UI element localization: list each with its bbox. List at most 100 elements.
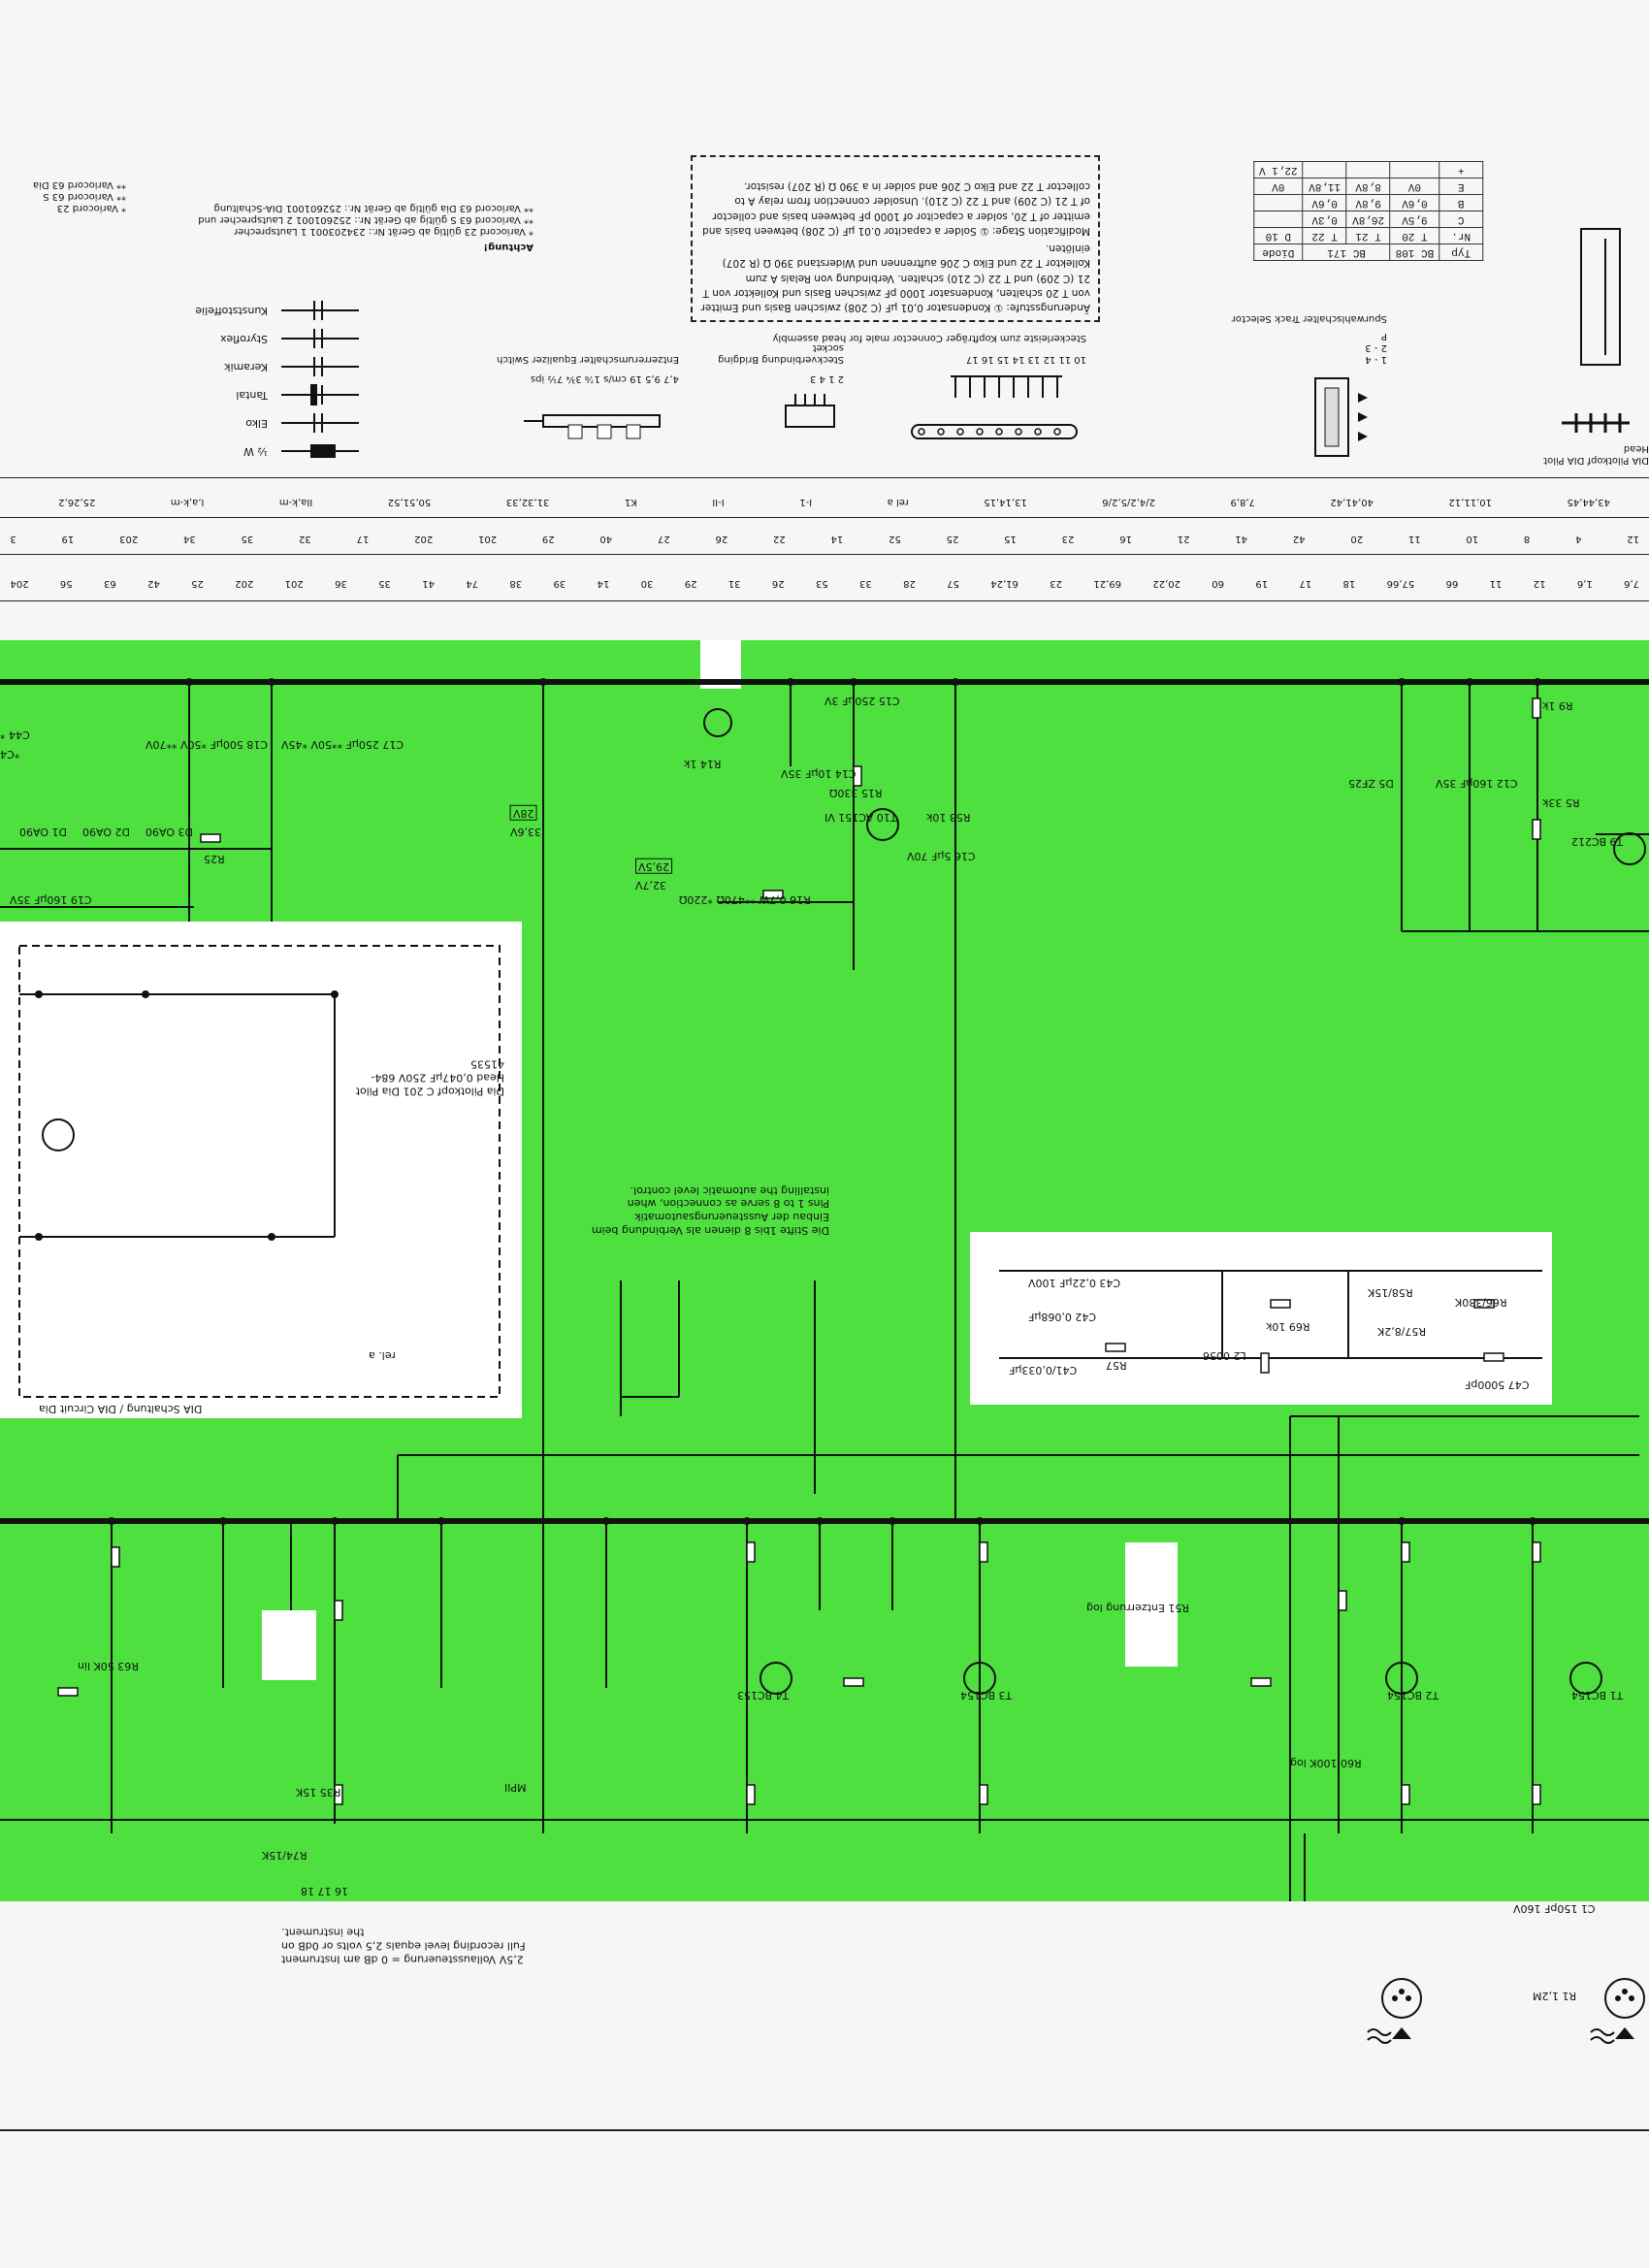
ruler-label: 29 (684, 578, 697, 589)
component-label: R15 330Ω (829, 786, 883, 799)
component-label: R58/15K (1368, 1285, 1413, 1299)
ruler-label: 201 (284, 578, 304, 589)
page-bottom-rule (0, 2129, 1649, 2131)
relay-k1-box (262, 1610, 316, 1680)
table-cell: 11,8V (1303, 178, 1347, 195)
ruler-label: K1 (624, 497, 637, 507)
antenna-icon (1392, 2027, 1411, 2039)
component-label: T1 BC154 (1571, 1688, 1624, 1701)
ruler-label: 31,32,33 (505, 497, 550, 507)
legend-label: Kunststoffelie (195, 305, 268, 317)
ruler-label: 4 (1575, 534, 1582, 544)
legend-label: Keramik (224, 361, 268, 373)
ruler-label: 17 (1299, 578, 1312, 589)
component-label: R35 15K (296, 1785, 341, 1798)
component-label: R9 1k (1542, 698, 1573, 712)
ruler-label: 7,6 (1624, 578, 1639, 589)
variant-line: * Variocord 23 gültig ab Gerät Nr.: 2342… (234, 226, 534, 237)
component-label: R74/15K (262, 1848, 307, 1862)
ruler-label: 52 (889, 534, 901, 544)
table-header: BC 108 (1390, 243, 1439, 261)
component-label: R16 0,7W **470Ω *220Ω (679, 892, 811, 906)
ruler-label: rel a (887, 497, 909, 507)
variant-line: ** Variocord 63 S (43, 191, 126, 202)
bridging-label: Steckverbindung Bridging socket (718, 342, 844, 365)
variant-line: ** Variocord 63 Dia (33, 179, 126, 190)
ruler-label: 39 (553, 578, 566, 589)
ruler-label: 11 (1489, 578, 1503, 589)
variant-notes: Achtung! * Variocord 23 gültig ab Gerät … (146, 146, 534, 252)
ruler-label: I,a,k-m (170, 497, 205, 507)
ruler-label: 32 (299, 534, 311, 544)
ruler-label: 36 (335, 578, 347, 589)
legend-label: Tantal (236, 389, 268, 402)
ruler-label: 41 (1235, 534, 1247, 544)
ruler-label: 63 (104, 578, 116, 589)
ruler-label: 203 (119, 534, 139, 544)
table-cell: D 10 (1253, 227, 1304, 244)
ruler-label: 66 (1445, 578, 1459, 589)
ruler-label: 17 (356, 534, 370, 544)
ruler-label: 8 (1523, 534, 1531, 544)
track-pos: 2 - 3 (1365, 342, 1387, 353)
pilot-head-label: DIA Pilotkopf DIA Pilot Head (1543, 443, 1649, 466)
table-cell: 0,6V (1303, 194, 1347, 211)
variant-line: ** Variocord 63 Dia gültig ab Gerät Nr.:… (213, 203, 534, 213)
ruler-label: 202 (235, 578, 254, 589)
modification-note: Änderungsstufe: ① Kondensator 0,01 µF (C… (691, 155, 1100, 322)
legend-symbols (281, 301, 359, 458)
component-label: L2 0056 (1203, 1348, 1246, 1362)
table-cell: 9,8V (1346, 194, 1391, 211)
component-label: D3 OA90 (146, 825, 193, 838)
level-text-en: Full recording level equals 2,5 volts or… (281, 1926, 526, 1953)
table-cell: + (1439, 161, 1483, 178)
ruler-label: 10 (1466, 534, 1479, 544)
component-label: T3 BC154 (960, 1688, 1013, 1701)
component-label: T4 BC153 (737, 1688, 790, 1701)
equalizer-switch: 4,7 9,5 19 cm/s 1⅞ 3¾ 7½ ips Entzerrerum… (497, 301, 679, 456)
component-label: D2 OA90 (82, 825, 130, 838)
schematic-wiring (0, 678, 1649, 1901)
component-label: T9 BC212 (1571, 834, 1624, 848)
ruler-label: 19 (1255, 578, 1269, 589)
ruler-label: 20,22 (1152, 578, 1180, 589)
ruler-label: 16 (1119, 534, 1132, 544)
table-cell (1303, 161, 1347, 178)
ruler-label: 42 (1292, 534, 1306, 544)
component-label: C17 250µF **50V *45V (281, 737, 404, 751)
component-label: C42 0,068µF (1028, 1310, 1096, 1323)
ruler-label: 38 (509, 578, 523, 589)
table-cell: 26,8V (1346, 211, 1391, 228)
head-connector-icon (911, 375, 1078, 439)
component-label: D5 ZF25 (1348, 776, 1394, 790)
component-label: R53 10k (926, 810, 971, 824)
track-pos: P (1380, 331, 1387, 341)
equalizer-label: Entzerrerumschalter Equalizer Switch (497, 354, 679, 365)
component-label: T2 BC154 (1387, 1688, 1439, 1701)
table-cell: 0,3V (1303, 211, 1347, 228)
ruler-label: 50,51,52 (387, 497, 432, 507)
modification-text-en: Modification Stage: ① Solder a capacitor… (702, 180, 1090, 237)
ruler-label: 33 (859, 578, 872, 589)
ruler-label: I-1 (799, 497, 813, 507)
ruler-label: 2/4,2/5,2/6 (1102, 497, 1155, 507)
ruler-label: 13,14,15 (984, 497, 1027, 507)
legend-label: ½ W (242, 445, 268, 458)
input-sockets (1367, 1978, 1645, 2044)
ruler-label: 69,21 (1093, 578, 1121, 589)
ruler-label: 14 (597, 578, 610, 589)
table-header: Typ (1439, 243, 1483, 261)
table-cell: T 20 (1390, 227, 1439, 244)
voltage-label: 32,7V (635, 878, 667, 891)
ruler-label: I-II (712, 497, 725, 507)
table-cell (1253, 211, 1304, 228)
ruler-label: 11 (1407, 534, 1421, 544)
ruler-label: 12 (1533, 578, 1546, 589)
component-label: C44 * (0, 728, 30, 741)
component-label: R66/330K (1455, 1295, 1507, 1309)
component-label: C14 10µF 35V (781, 766, 857, 780)
legend-label: Elko (245, 417, 268, 430)
voltage-label: 33,6V (510, 825, 542, 838)
pins-text-en: Pins 1 to 8 serve as connection, when in… (627, 1183, 829, 1211)
